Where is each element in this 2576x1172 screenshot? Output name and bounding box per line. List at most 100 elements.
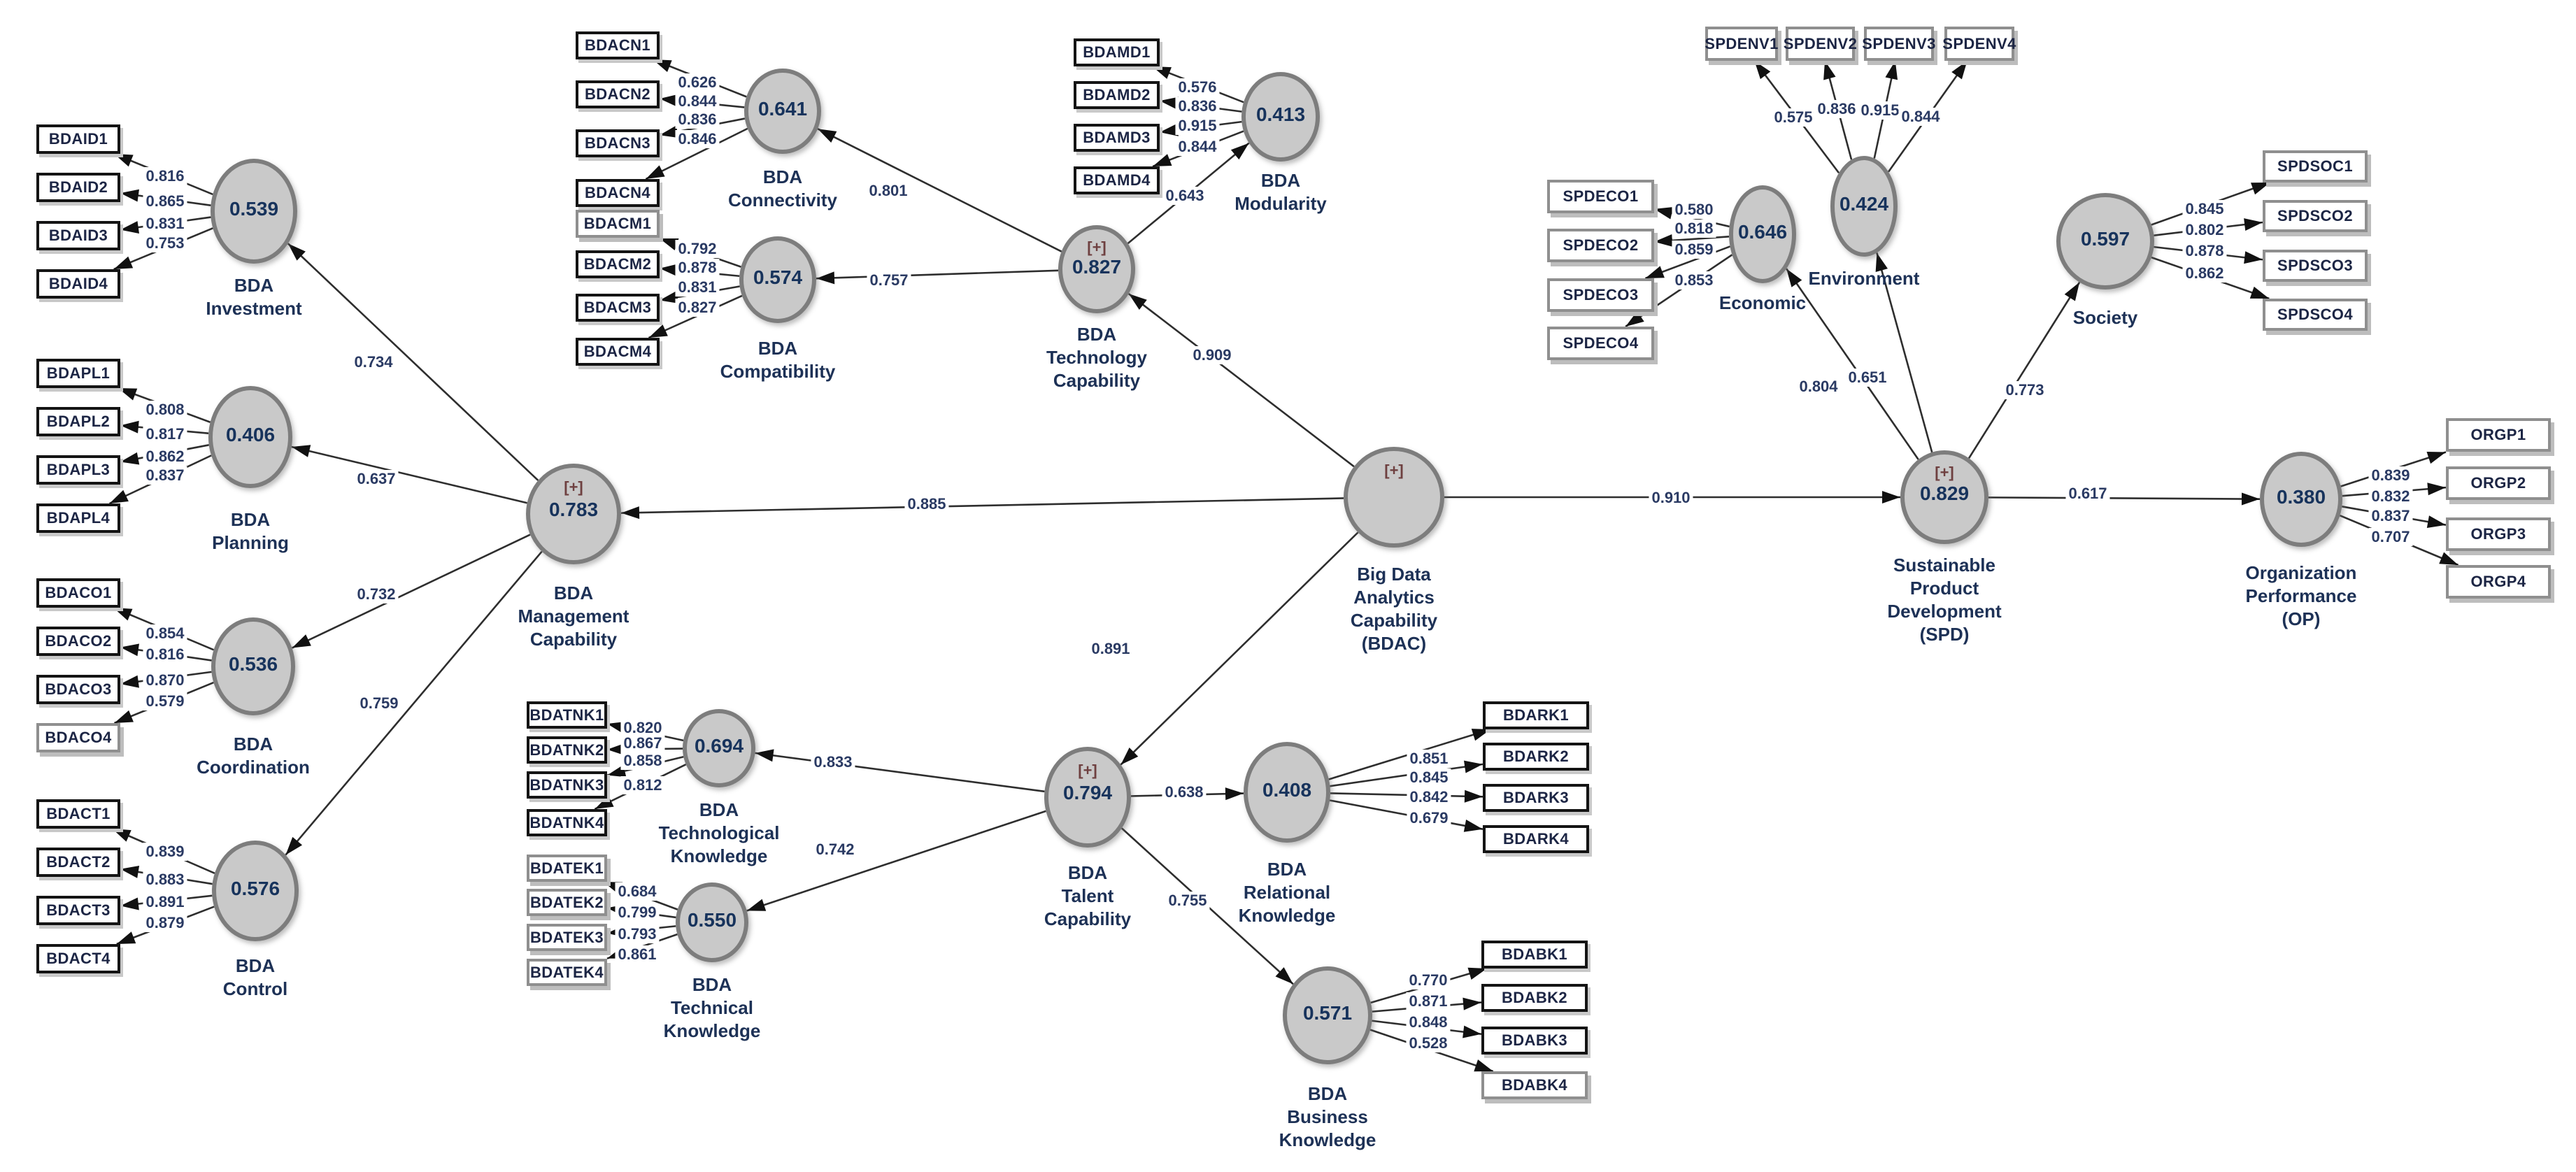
indicator-bdacm4[interactable]: BDACM4 xyxy=(576,338,660,366)
arrow-line[interactable] xyxy=(1120,531,1359,766)
indicator-bdaco1[interactable]: BDACO1 xyxy=(36,578,120,608)
indicator-bdark3[interactable]: BDARK3 xyxy=(1483,784,1589,812)
latent-bda-management-capability[interactable]: [+]0.783 xyxy=(526,464,621,564)
indicator-bdact4[interactable]: BDACT4 xyxy=(36,944,120,973)
arrow-line[interactable] xyxy=(816,269,1059,285)
indicator-bdabk1[interactable]: BDABK1 xyxy=(1481,941,1588,969)
arrow-line[interactable] xyxy=(645,127,748,180)
indicator-bdacm3[interactable]: BDACM3 xyxy=(576,294,660,322)
indicator-bdact3[interactable]: BDACT3 xyxy=(36,896,120,925)
latent-bda-control[interactable]: 0.576 xyxy=(212,841,299,941)
indicator-bdamd1[interactable]: BDAMD1 xyxy=(1074,38,1160,66)
arrow-line[interactable] xyxy=(1786,268,1919,460)
indicator-bdatek1[interactable]: BDATEK1 xyxy=(527,855,607,882)
arrow-line[interactable] xyxy=(746,810,1046,912)
latent-bda-planning[interactable]: 0.406 xyxy=(208,386,292,488)
indicator-bdark2[interactable]: BDARK2 xyxy=(1483,743,1589,771)
arrow-line[interactable] xyxy=(1127,293,1355,468)
indicator-bdamd4[interactable]: BDAMD4 xyxy=(1074,166,1160,194)
indicator-bdacn1[interactable]: BDACN1 xyxy=(576,31,660,59)
indicator-bdaco2[interactable]: BDACO2 xyxy=(36,627,120,656)
indicator-orgp2[interactable]: ORGP2 xyxy=(2446,466,2551,500)
indicator-spdenv1[interactable]: SPDENV1 xyxy=(1705,27,1778,61)
indicator-spdenv4[interactable]: SPDENV4 xyxy=(1942,27,2016,61)
indicator-bdaid1[interactable]: BDAID1 xyxy=(36,124,120,154)
indicator-spdenv3[interactable]: SPDENV3 xyxy=(1862,27,1935,61)
indicator-bdacm2[interactable]: BDACM2 xyxy=(576,250,660,278)
latent-environment[interactable]: 0.424 xyxy=(1830,156,1898,257)
indicator-spdeco2[interactable]: SPDECO2 xyxy=(1547,229,1654,262)
latent-bda-talent-capability[interactable]: [+]0.794 xyxy=(1044,747,1131,848)
arrow-line[interactable] xyxy=(287,243,539,481)
indicator-bdark1[interactable]: BDARK1 xyxy=(1483,701,1589,729)
indicator-bdapl1[interactable]: BDAPL1 xyxy=(36,359,120,388)
indicator-bdact1[interactable]: BDACT1 xyxy=(36,799,120,829)
indicator-bdacn3[interactable]: BDACN3 xyxy=(576,129,660,157)
arrow-line[interactable] xyxy=(755,749,1045,793)
indicator-spdenv2[interactable]: SPDENV2 xyxy=(1784,27,1857,61)
indicator-bdacn4[interactable]: BDACN4 xyxy=(576,179,660,207)
arrow-line[interactable] xyxy=(1967,281,2081,459)
latent-bda-investment[interactable]: 0.539 xyxy=(211,159,297,264)
latent-bda-connectivity[interactable]: 0.641 xyxy=(744,69,821,154)
arrow-line[interactable] xyxy=(285,550,543,856)
indicator-bdamd3[interactable]: BDAMD3 xyxy=(1074,124,1160,152)
indicator-bdaid4[interactable]: BDAID4 xyxy=(36,269,120,299)
arrow-line[interactable] xyxy=(291,534,531,649)
indicator-bdaid2[interactable]: BDAID2 xyxy=(36,173,120,202)
indicator-bdatnk1[interactable]: BDATNK1 xyxy=(527,701,607,729)
latent-bda-compatibility[interactable]: 0.574 xyxy=(739,236,816,323)
indicator-spdeco1[interactable]: SPDECO1 xyxy=(1547,180,1654,213)
latent-organization-performance[interactable]: 0.380 xyxy=(2260,452,2342,547)
indicator-bdatek4[interactable]: BDATEK4 xyxy=(527,959,607,986)
latent-society[interactable]: 0.597 xyxy=(2056,193,2154,290)
indicator-bdatnk3[interactable]: BDATNK3 xyxy=(527,771,607,799)
arrow-line[interactable] xyxy=(1625,254,1733,328)
indicator-bdapl2[interactable]: BDAPL2 xyxy=(36,407,120,436)
indicator-spdeco3[interactable]: SPDECO3 xyxy=(1547,278,1654,312)
indicator-bdamd2[interactable]: BDAMD2 xyxy=(1074,81,1160,109)
indicator-bdabk3[interactable]: BDABK3 xyxy=(1481,1027,1588,1055)
arrow-line[interactable] xyxy=(1875,252,1933,453)
latent-bda-relational-knowledge[interactable]: 0.408 xyxy=(1244,742,1330,843)
latent-bda-technology-capability[interactable]: [+]0.827 xyxy=(1058,225,1135,313)
indicator-bdacm1[interactable]: BDACM1 xyxy=(576,210,660,238)
indicator-spdeco4[interactable]: SPDECO4 xyxy=(1547,327,1654,360)
latent-big-data-analytics-capability[interactable]: [+] xyxy=(1344,447,1444,548)
arrow-line[interactable] xyxy=(1330,760,1483,787)
indicator-spdsoc1[interactable]: SPDSOC1 xyxy=(2263,150,2368,183)
latent-bda-technological-knowledge[interactable]: 0.694 xyxy=(683,709,755,787)
indicator-bdatnk2[interactable]: BDATNK2 xyxy=(527,736,607,764)
arrow-line[interactable] xyxy=(1653,234,1730,247)
indicator-orgp3[interactable]: ORGP3 xyxy=(2446,517,2551,551)
indicator-bdabk4[interactable]: BDABK4 xyxy=(1481,1071,1588,1099)
indicator-bdatek3[interactable]: BDATEK3 xyxy=(527,924,607,951)
indicator-bdatnk4[interactable]: BDATNK4 xyxy=(527,809,607,836)
indicator-orgp1[interactable]: ORGP1 xyxy=(2446,418,2551,452)
arrow-line[interactable] xyxy=(1329,799,1483,832)
indicator-orgp4[interactable]: ORGP4 xyxy=(2446,565,2551,599)
indicator-bdabk2[interactable]: BDABK2 xyxy=(1481,984,1588,1012)
indicator-bdacn2[interactable]: BDACN2 xyxy=(576,80,660,108)
indicator-bdark4[interactable]: BDARK4 xyxy=(1483,825,1589,853)
arrow-line[interactable] xyxy=(620,497,1344,520)
latent-bda-business-knowledge[interactable]: 0.571 xyxy=(1283,966,1372,1064)
indicator-bdapl4[interactable]: BDAPL4 xyxy=(36,503,120,533)
arrow-line[interactable] xyxy=(1330,789,1483,803)
indicator-bdatek2[interactable]: BDATEK2 xyxy=(527,889,607,916)
indicator-bdaid3[interactable]: BDAID3 xyxy=(36,221,120,250)
indicator-bdaco3[interactable]: BDACO3 xyxy=(36,675,120,704)
indicator-spdsco2[interactable]: SPDSCO2 xyxy=(2263,200,2368,232)
arrow-line[interactable] xyxy=(1988,492,2261,506)
latent-bda-technical-knowledge[interactable]: 0.550 xyxy=(676,882,748,962)
latent-economic[interactable]: 0.646 xyxy=(1729,185,1796,283)
arrow-line[interactable] xyxy=(291,445,527,504)
latent-bda-modularity[interactable]: 0.413 xyxy=(1241,72,1320,162)
indicator-spdsco4[interactable]: SPDSCO4 xyxy=(2263,299,2368,331)
arrow-line[interactable] xyxy=(817,128,1062,252)
indicator-bdaco4[interactable]: BDACO4 xyxy=(36,723,120,752)
indicator-bdapl3[interactable]: BDAPL3 xyxy=(36,455,120,485)
indicator-bdact2[interactable]: BDACT2 xyxy=(36,848,120,877)
latent-sustainable-product-development[interactable]: [+]0.829 xyxy=(1900,450,1988,544)
indicator-spdsco3[interactable]: SPDSCO3 xyxy=(2263,250,2368,282)
